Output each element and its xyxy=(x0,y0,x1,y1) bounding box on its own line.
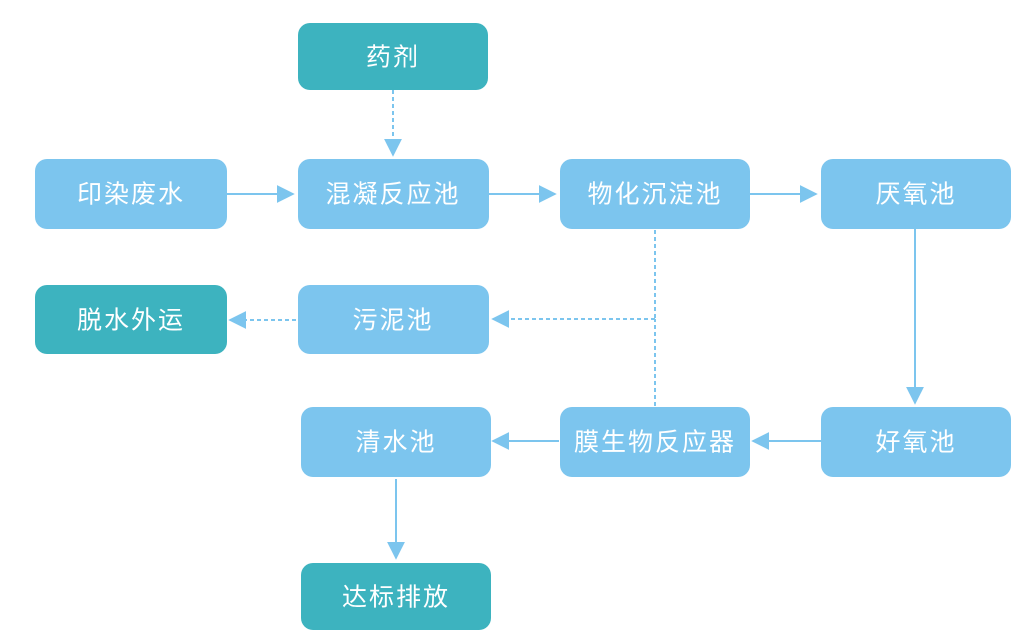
node-dewater-transport-label: 脱水外运 xyxy=(77,306,185,335)
node-sludge-tank: 污泥池 xyxy=(298,285,489,354)
node-chemicals: 药剂 xyxy=(298,23,488,90)
node-aerobic-tank-label: 好氧池 xyxy=(875,428,956,457)
node-aerobic-tank: 好氧池 xyxy=(821,407,1011,477)
node-physchem-settling-tank-label: 物化沉淀池 xyxy=(587,180,722,209)
node-dewater-transport: 脱水外运 xyxy=(35,285,227,354)
node-chemicals-label: 药剂 xyxy=(366,43,420,72)
node-mbr-label: 膜生物反应器 xyxy=(574,428,736,457)
node-mbr: 膜生物反应器 xyxy=(560,407,750,477)
node-clear-water-tank-label: 清水池 xyxy=(355,428,436,457)
nodes: 药剂 印染废水 混凝反应池 物化沉淀池 厌氧池 脱水外运 污泥池 清水池 xyxy=(35,23,1011,630)
node-discharge-label: 达标排放 xyxy=(342,583,450,612)
node-discharge: 达标排放 xyxy=(301,563,491,630)
node-anaerobic-tank-label: 厌氧池 xyxy=(875,180,956,209)
edges xyxy=(227,90,924,560)
node-clear-water-tank: 清水池 xyxy=(301,407,491,477)
node-dyeing-wastewater: 印染废水 xyxy=(35,159,227,229)
node-coagulation-tank-label: 混凝反应池 xyxy=(325,180,460,209)
node-anaerobic-tank: 厌氧池 xyxy=(821,159,1011,229)
node-coagulation-tank: 混凝反应池 xyxy=(298,159,489,229)
node-sludge-tank-label: 污泥池 xyxy=(352,306,433,335)
node-dyeing-wastewater-label: 印染废水 xyxy=(77,180,185,209)
node-physchem-settling-tank: 物化沉淀池 xyxy=(560,159,750,229)
